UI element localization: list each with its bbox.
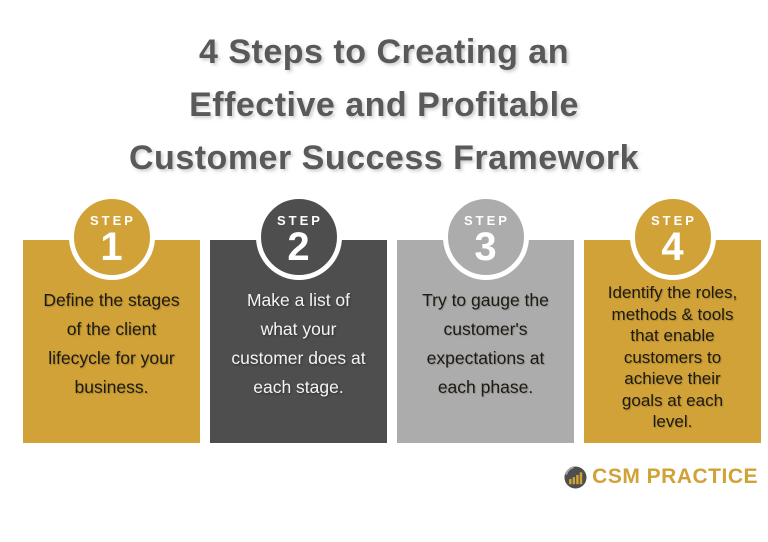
page-title: 4 Steps to Creating an Effective and Pro… bbox=[0, 26, 768, 185]
step-card-2: STEP 2 Make a list of what your customer… bbox=[210, 194, 387, 443]
title-line-3: Customer Success Framework bbox=[129, 139, 639, 177]
step-1-badge: STEP 1 bbox=[68, 194, 155, 280]
step-card-3: STEP 3 Try to gauge the customer's expec… bbox=[397, 194, 574, 443]
step-3-number: 3 bbox=[474, 224, 497, 269]
step-3-label: STEP bbox=[464, 212, 510, 228]
steps-row: STEP 1 Define the stages of the client l… bbox=[23, 194, 761, 443]
logo-text: CSM PRACTICE bbox=[592, 465, 758, 488]
step-1-description: Define the stages of the client lifecycl… bbox=[43, 290, 180, 397]
title-line-2: Effective and Profitable bbox=[189, 86, 579, 124]
step-2-badge: STEP 2 bbox=[255, 194, 342, 280]
csm-practice-logo: CSM PRACTICE bbox=[564, 465, 758, 489]
step-3-badge: STEP 3 bbox=[442, 194, 529, 280]
step-2-label: STEP bbox=[277, 212, 323, 228]
title-line-1: 4 Steps to Creating an bbox=[199, 33, 569, 71]
step-2-number: 2 bbox=[287, 224, 310, 269]
step-4-number: 4 bbox=[661, 224, 684, 269]
step-4-description: Identify the roles, methods & tools that… bbox=[607, 283, 738, 431]
step-1-label: STEP bbox=[90, 212, 136, 228]
step-4-badge: STEP 4 bbox=[629, 194, 716, 280]
step-1-number: 1 bbox=[100, 224, 123, 269]
step-3-description: Try to gauge the customer's expectations… bbox=[422, 290, 549, 397]
step-card-1: STEP 1 Define the stages of the client l… bbox=[23, 194, 200, 443]
bar-chart-circle-icon bbox=[564, 465, 587, 489]
step-card-4: STEP 4 Identify the roles, methods & too… bbox=[584, 194, 761, 443]
step-2-description: Make a list of what your customer does a… bbox=[231, 290, 366, 397]
step-4-label: STEP bbox=[651, 212, 697, 228]
